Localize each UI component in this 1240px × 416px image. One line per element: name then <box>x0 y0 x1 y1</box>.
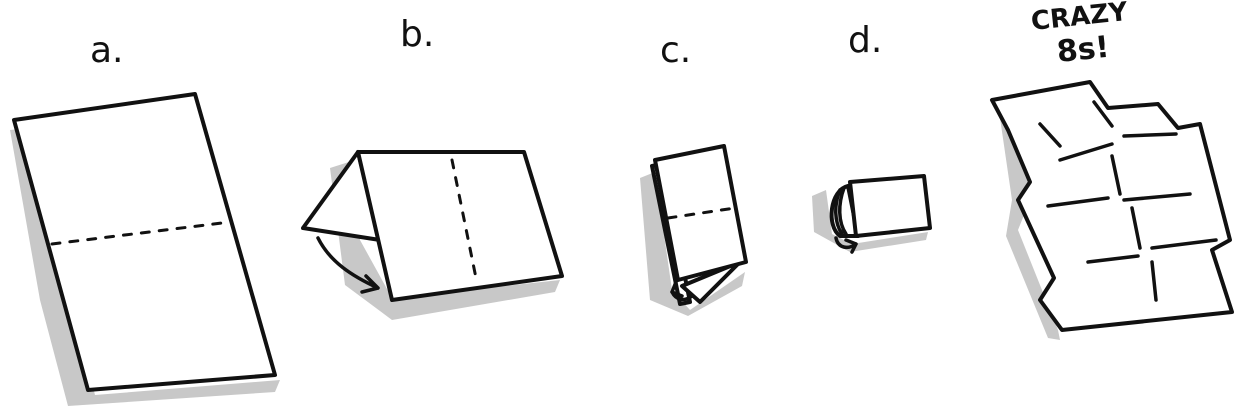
crazy-8s-shadow <box>1000 118 1060 340</box>
step-c: c. <box>640 30 748 316</box>
step-c-fold-line <box>666 206 737 220</box>
step-b-fold-arrow <box>316 236 380 294</box>
crazy-8s-crease-5 <box>1110 154 1122 196</box>
step-d-layer-lines <box>834 186 848 236</box>
step-b-label: b. <box>400 14 434 55</box>
step-d-fold-arrow <box>834 236 858 254</box>
step-d: d. <box>812 20 932 254</box>
crazy-8s-result: CRAZY 8s! <box>990 0 1234 340</box>
crazy-8s-crease-3 <box>1058 142 1114 162</box>
step-b: b. <box>301 14 564 320</box>
step-a-label: a. <box>90 30 124 71</box>
step-d-shadow <box>812 190 928 252</box>
step-a: a. <box>10 30 280 406</box>
crazy-8s-crease-7 <box>1122 192 1192 202</box>
crazy-8s-crease-11 <box>1150 260 1158 302</box>
crazy-8s-crease-9 <box>1086 254 1140 264</box>
step-a-sheet <box>12 92 277 392</box>
crazy-8s-title-line2: 8s! <box>1055 30 1111 70</box>
crazy-8s-crease-10 <box>1150 238 1218 250</box>
step-d-block <box>848 174 932 238</box>
crazy-8s-crease-1 <box>1038 122 1062 148</box>
crazy-8s-crease-2 <box>1092 100 1114 128</box>
step-d-label: d. <box>848 20 882 61</box>
crazy-8s-sheet <box>990 80 1234 332</box>
step-b-sheet <box>356 150 564 302</box>
step-c-label: c. <box>660 30 691 71</box>
step-a-fold-line <box>50 220 232 246</box>
step-b-fold-line <box>450 158 478 280</box>
step-c-sheet <box>653 144 748 282</box>
step-c-fold-arrow <box>670 280 694 302</box>
crazy-8s-title-line1: CRAZY <box>1030 0 1131 37</box>
crazy-8s-crease-4 <box>1122 132 1178 138</box>
step-c-bottom-flap <box>680 260 742 304</box>
step-c-shadow <box>640 172 745 316</box>
crazy-8s-crease-6 <box>1046 196 1110 208</box>
crazy-8s-crease-8 <box>1130 206 1142 250</box>
